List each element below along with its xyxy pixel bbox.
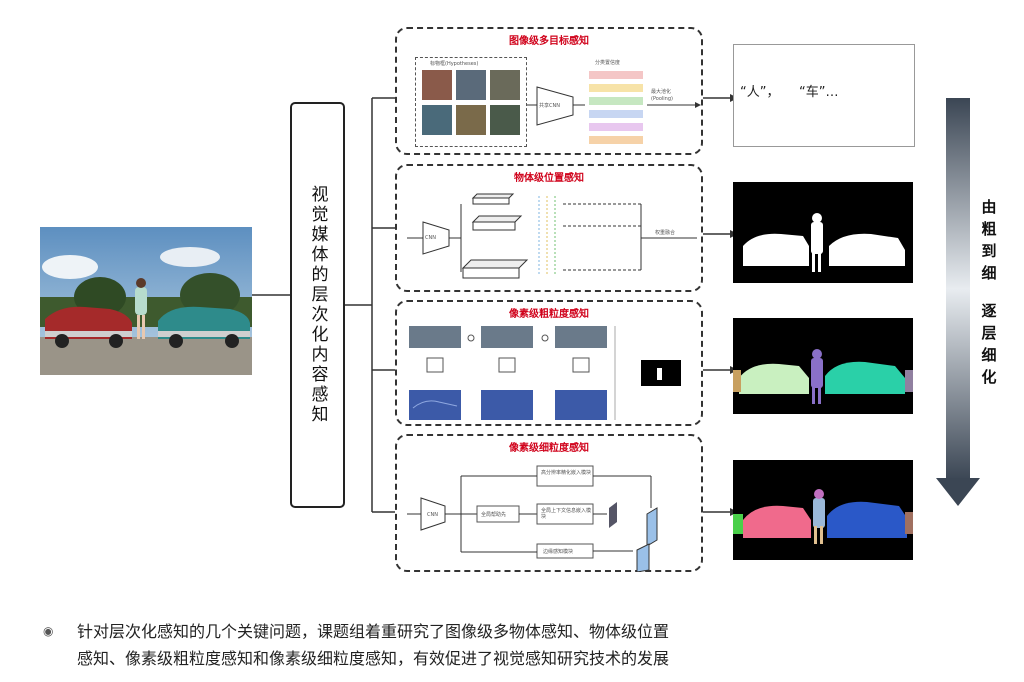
hypothesis-label: 标物框(Hypotheses) [430, 61, 479, 67]
panel-object-level: 物体级位置感知 CNN 权重融合 [395, 164, 703, 292]
hierarchical-perception-box: 视觉媒体的层次化内容感知 [290, 102, 345, 508]
panel-object-level-title: 物体级位置感知 [514, 173, 584, 184]
output-labels-box: “人”， “车”… [733, 44, 915, 147]
caption-line-2: 感知、像素级粗粒度感知和像素级细粒度感知，有效促进了视觉感知研究技术的发展 [77, 649, 670, 668]
panel-pixel-coarse-title: 像素级粗粒度感知 [509, 309, 589, 320]
panel-image-level: 图像级多目标感知 标物框(Hypotheses) 共享CNN 分类置信度 最大池… [395, 27, 703, 155]
image-level-pipeline [527, 71, 701, 144]
caption-line-1: 针对层次化感知的几个关键问题，课题组着重研究了图像级多物体感知、物体级位置 [77, 622, 670, 641]
fine-segmentation-output [733, 460, 913, 560]
object-level-pipeline [407, 193, 697, 279]
edge-module-label: 边缘感知模块 [543, 549, 574, 555]
layer-refine-label: 逐层细化 [981, 302, 997, 386]
hierarchical-perception-title: 视觉媒体的层次化内容感知 [307, 185, 328, 425]
high-res-module-label: 高分辨率精化嵌入模块 [541, 470, 592, 476]
bullet-icon: ◉ [43, 624, 54, 638]
panel-pixel-fine-title: 像素级细粒度感知 [509, 443, 589, 454]
pooling-label: 最大池化(Pooling) [651, 89, 673, 102]
panel-pixel-fine: 像素级细粒度感知 CNN 全局帮助先 高分辨率精化嵌入模块 全局上下文信息嵌入模… [395, 434, 703, 572]
input-photo [40, 227, 252, 375]
fine-cnn-label: CNN [427, 512, 438, 518]
hypothesis-thumbnails [422, 70, 520, 135]
panel-image-level-title: 图像级多目标感知 [509, 36, 589, 47]
coarse-segmentation-output [733, 318, 913, 414]
pixel-fine-pipeline [407, 465, 658, 572]
object-mask-output [733, 182, 913, 283]
panel-pixel-coarse: 像素级粗粒度感知 [395, 300, 703, 426]
coarse-to-fine-arrow [936, 98, 980, 506]
context-module-label: 全局上下文信息嵌入模块 [541, 508, 592, 520]
weight-fusion-label: 权重融合 [655, 230, 676, 236]
hypothesis-grid: 标物框(Hypotheses) [415, 57, 527, 147]
object-cnn-label: CNN [425, 235, 436, 241]
global-help-label: 全局帮助先 [481, 512, 507, 518]
output-labels-text: “人”， “车”… [740, 85, 839, 100]
pixel-coarse-pipeline [409, 326, 681, 420]
coarse-to-fine-label: 由粗到细 [981, 198, 997, 282]
shared-cnn-label: 共享CNN [539, 103, 560, 109]
score-label: 分类置信度 [595, 60, 621, 66]
